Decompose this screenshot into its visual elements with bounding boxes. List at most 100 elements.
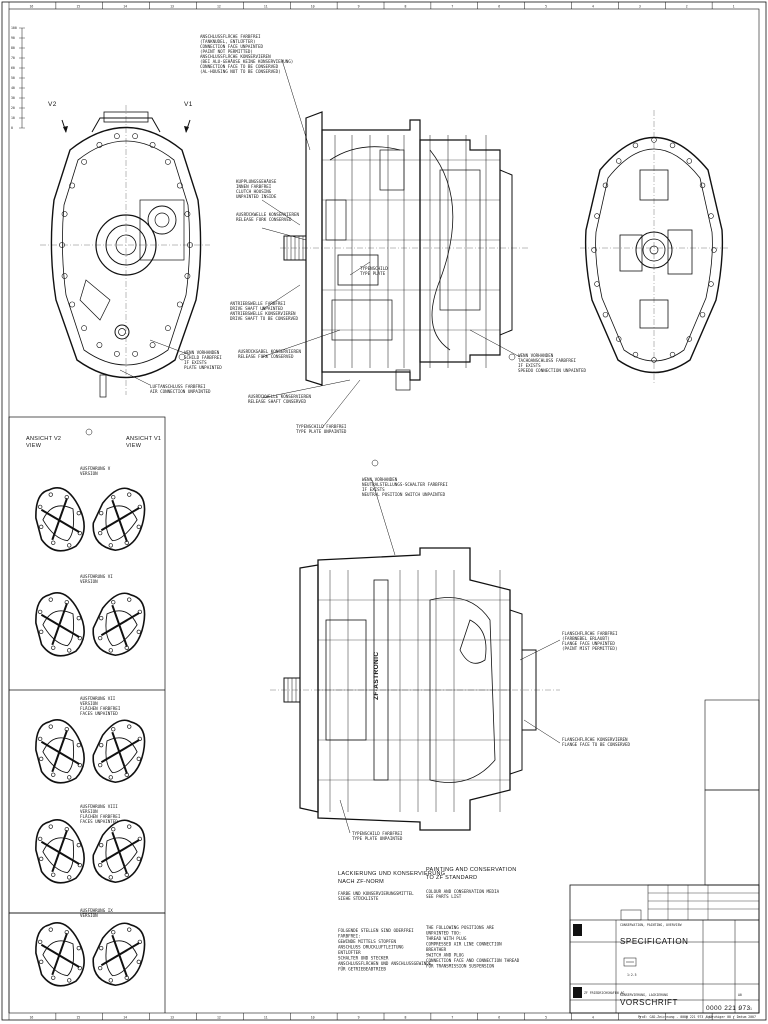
- callout-marker: [85, 428, 93, 436]
- ruler-number: 16: [29, 5, 33, 9]
- svg-text:ANSCHLUSSFLÄCHE FARBFREI(TANKN: ANSCHLUSSFLÄCHE FARBFREI(TANKNUDEL, ENTL…: [200, 34, 293, 74]
- scale-number: 50: [11, 76, 15, 80]
- housing-flange-outline: [92, 592, 146, 657]
- scale-number: 80: [11, 46, 15, 50]
- zf-logo-icon: [573, 987, 582, 998]
- svg-text:FOLGENDE STELLEN SIND ODERFREI: FOLGENDE STELLEN SIND ODERFREIFARBFREI:G…: [338, 928, 432, 972]
- housing-flange-outline: [92, 922, 146, 987]
- drawing-number: 0000 221 973: [706, 1005, 751, 1012]
- rear-view-housing: [580, 110, 728, 385]
- callout-marker: [508, 353, 516, 361]
- ruler-number: 13: [170, 1016, 174, 1020]
- housing-brand-text: ZF-ASTRONIC: [373, 652, 380, 700]
- ruler-number: 8: [404, 5, 406, 9]
- ruler-number: 6: [498, 5, 500, 9]
- ruler-number: 10: [311, 1016, 315, 1020]
- ruler-number: 5: [545, 1016, 547, 1020]
- rear-view-bolt-circle: [591, 137, 717, 363]
- scale-number: 100: [11, 26, 17, 30]
- plan-view-ribs: [318, 570, 510, 812]
- scale-number: 90: [11, 36, 15, 40]
- ruler-number: 3: [639, 5, 641, 9]
- ruler-number: 11: [264, 5, 268, 9]
- sheet-format: A0: [738, 993, 742, 997]
- sheet-number: 1: [738, 1007, 740, 1011]
- ruler-number: 4: [592, 5, 594, 9]
- housing-flange-outline: [35, 592, 85, 657]
- ruler-number: 15: [76, 5, 80, 9]
- ruler-number: 2: [686, 5, 688, 9]
- ruler-number: 1: [733, 5, 735, 9]
- ruler-number: 2: [686, 1016, 688, 1020]
- ruler-number: 12: [217, 1016, 221, 1020]
- scale-number: 0: [11, 126, 13, 130]
- view-marker-v2: V2: [48, 101, 57, 108]
- front-view-housing: [40, 105, 210, 398]
- side-view-ribs: [322, 135, 500, 368]
- top-leader-lines: [119, 59, 521, 429]
- housing-flange-outline: [35, 719, 85, 784]
- scale-number: 10: [11, 116, 15, 120]
- ruler-number: 3: [639, 1016, 641, 1020]
- doc-title-de: VORSCHRIFT: [620, 998, 678, 1007]
- ruler-number: 10: [311, 5, 315, 9]
- ruler-number: 7: [451, 5, 453, 9]
- scale-number: 40: [11, 86, 15, 90]
- ruler-number: 11: [264, 1016, 268, 1020]
- ruler-number: 6: [498, 1016, 500, 1020]
- ruler-number: 1: [733, 1016, 735, 1020]
- callout-flange-unpainted: FLANSCHFLÄCHE FARBFREI(FARBNEBEL ERLAUBT…: [562, 631, 618, 651]
- scale-number: 30: [11, 96, 15, 100]
- scale-number: 60: [11, 66, 15, 70]
- ruler-number: 9: [358, 1016, 360, 1020]
- revision-box: [704, 699, 760, 886]
- ruler-number: 12: [217, 5, 221, 9]
- callout-marker: [371, 459, 379, 467]
- housing-flange-outline: [35, 487, 85, 552]
- front-view-bolt-circle: [59, 133, 193, 357]
- housing-flange-outline: [92, 719, 146, 784]
- doc-subtitle-de: KONSERVIERUNG, LACKIERUNG: [620, 993, 668, 997]
- plan-view-transmission: ZF-ASTRONIC: [270, 547, 560, 831]
- callout-breather: ANSCHLUSSFLÄCHE FARBFREI(TANKNUDEL, ENTL…: [200, 34, 293, 74]
- housing-flange-outline: [92, 487, 146, 552]
- ruler-number: 14: [123, 5, 127, 9]
- ruler-number: 8: [404, 1016, 406, 1020]
